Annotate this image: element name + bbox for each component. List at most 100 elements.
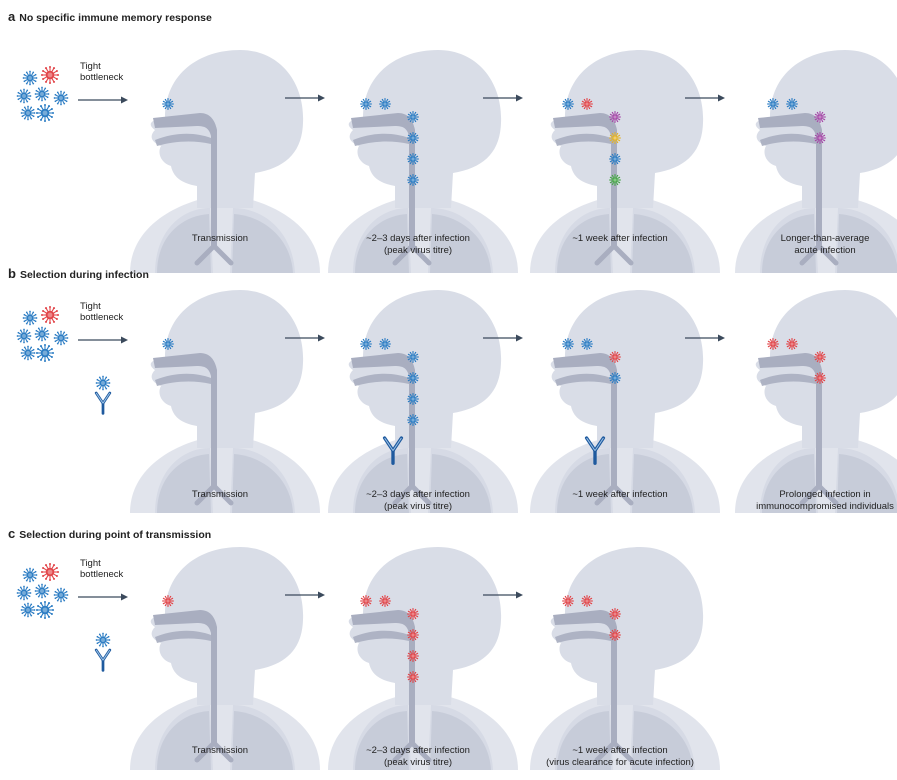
airway bbox=[351, 113, 415, 248]
stage-virus-purple bbox=[814, 132, 826, 144]
panel-c bbox=[16, 547, 720, 770]
stage-virus-blue bbox=[360, 98, 372, 110]
inoculum-virus-blue bbox=[16, 328, 32, 344]
stage-virus-blue bbox=[581, 338, 593, 350]
stage-virus-blue bbox=[379, 338, 391, 350]
antibody-icon bbox=[382, 436, 404, 465]
stage-caption-line: Prolonged infection in bbox=[779, 489, 871, 500]
stage-virus-red bbox=[767, 338, 779, 350]
stage-caption-line: Transmission bbox=[191, 489, 249, 500]
airway bbox=[758, 113, 822, 248]
airway bbox=[553, 353, 617, 488]
airway bbox=[351, 610, 415, 745]
stage-virus-blue bbox=[407, 153, 419, 165]
mouth bbox=[353, 373, 409, 386]
stage-virus-blue bbox=[407, 174, 419, 186]
inoculum-virus-blue bbox=[20, 345, 36, 361]
antibody-icon bbox=[94, 648, 112, 672]
stage-virus-blue bbox=[609, 372, 621, 384]
head bbox=[550, 50, 704, 208]
stage-virus-blue bbox=[609, 153, 621, 165]
antibody-icon bbox=[94, 391, 112, 415]
inoculum-virus-blue bbox=[34, 583, 50, 599]
stage-virus-red bbox=[581, 98, 593, 110]
stage-virus-red bbox=[609, 608, 621, 620]
bottleneck-label-line: bottleneck bbox=[80, 569, 124, 580]
inoculum-virus-red bbox=[40, 305, 60, 325]
stage-virus-red bbox=[609, 351, 621, 363]
head bbox=[348, 547, 502, 705]
stage-arrow bbox=[483, 334, 523, 342]
inoculum-virus-blue bbox=[22, 567, 38, 583]
inoculum-cluster bbox=[16, 65, 69, 123]
stage-virus-red bbox=[814, 372, 826, 384]
stage-caption-line: ~2–3 days after infection bbox=[366, 745, 470, 756]
mouth bbox=[555, 373, 611, 386]
stage-virus-red bbox=[162, 595, 174, 607]
stage-caption-line: ~1 week after infection bbox=[572, 233, 668, 244]
panel-letter: c bbox=[8, 526, 16, 541]
stage-caption: ~2–3 days after infection(peak virus tit… bbox=[323, 745, 513, 769]
stage-caption-line: (virus clearance for acute infection) bbox=[546, 757, 694, 768]
inoculum-virus-blue bbox=[22, 310, 38, 326]
panel-title-text: Selection during point of transmission bbox=[19, 529, 212, 541]
bottleneck-arrow bbox=[78, 96, 128, 104]
stage-4-head bbox=[735, 50, 897, 273]
bottleneck-label-line: bottleneck bbox=[80, 72, 124, 83]
stage-virus-blue bbox=[407, 372, 419, 384]
panel-title-text: No specific immune memory response bbox=[19, 12, 212, 24]
stage-caption-line: Longer-than-average bbox=[780, 233, 870, 244]
panel-letter: a bbox=[8, 9, 16, 24]
inoculum-virus-blue bbox=[35, 600, 55, 620]
stage-caption: ~2–3 days after infection(peak virus tit… bbox=[323, 489, 513, 513]
panel-b bbox=[16, 290, 897, 513]
stage-virus-red bbox=[786, 338, 798, 350]
airway bbox=[553, 113, 617, 248]
stage-virus-purple bbox=[814, 111, 826, 123]
stage-arrow bbox=[483, 591, 523, 599]
head bbox=[348, 50, 502, 208]
stage-caption-line: Transmission bbox=[191, 233, 249, 244]
stage-caption: Transmission bbox=[125, 233, 315, 245]
antibody-icon bbox=[584, 436, 606, 465]
inoculum-virus-blue bbox=[53, 587, 69, 603]
stage-virus-blue bbox=[407, 351, 419, 363]
inoculum-cluster bbox=[16, 562, 112, 672]
mouth bbox=[555, 133, 611, 146]
airway bbox=[351, 353, 415, 488]
stage-virus-blue bbox=[379, 98, 391, 110]
stage-3-head bbox=[530, 290, 720, 513]
stage-1-head bbox=[130, 50, 320, 273]
inoculum-virus-red bbox=[40, 65, 60, 85]
head bbox=[348, 290, 502, 448]
panel-a bbox=[16, 50, 897, 273]
inoculum-virus-blue bbox=[20, 602, 36, 618]
head bbox=[550, 547, 704, 705]
head bbox=[150, 290, 304, 448]
mouth bbox=[353, 133, 409, 146]
stage-caption: ~1 week after infection bbox=[525, 233, 715, 245]
airway bbox=[153, 353, 217, 488]
stage-1-head bbox=[130, 290, 320, 513]
stage-virus-blue bbox=[407, 393, 419, 405]
stage-caption: ~1 week after infection bbox=[525, 489, 715, 501]
panel-title-text: Selection during infection bbox=[19, 269, 149, 281]
stage-arrow bbox=[285, 334, 325, 342]
inoculum-virus-blue bbox=[16, 585, 32, 601]
stage-virus-blue bbox=[162, 98, 174, 110]
bottleneck-label-line: Tight bbox=[80, 301, 101, 312]
stage-virus-blue bbox=[562, 98, 574, 110]
bottleneck-arrow bbox=[78, 593, 128, 601]
stage-2-head bbox=[328, 547, 518, 770]
stage-4-head bbox=[735, 290, 897, 513]
stage-caption-line: (peak virus titre) bbox=[383, 501, 453, 512]
head bbox=[755, 50, 897, 208]
stage-caption: ~1 week after infection(virus clearance … bbox=[525, 745, 715, 769]
